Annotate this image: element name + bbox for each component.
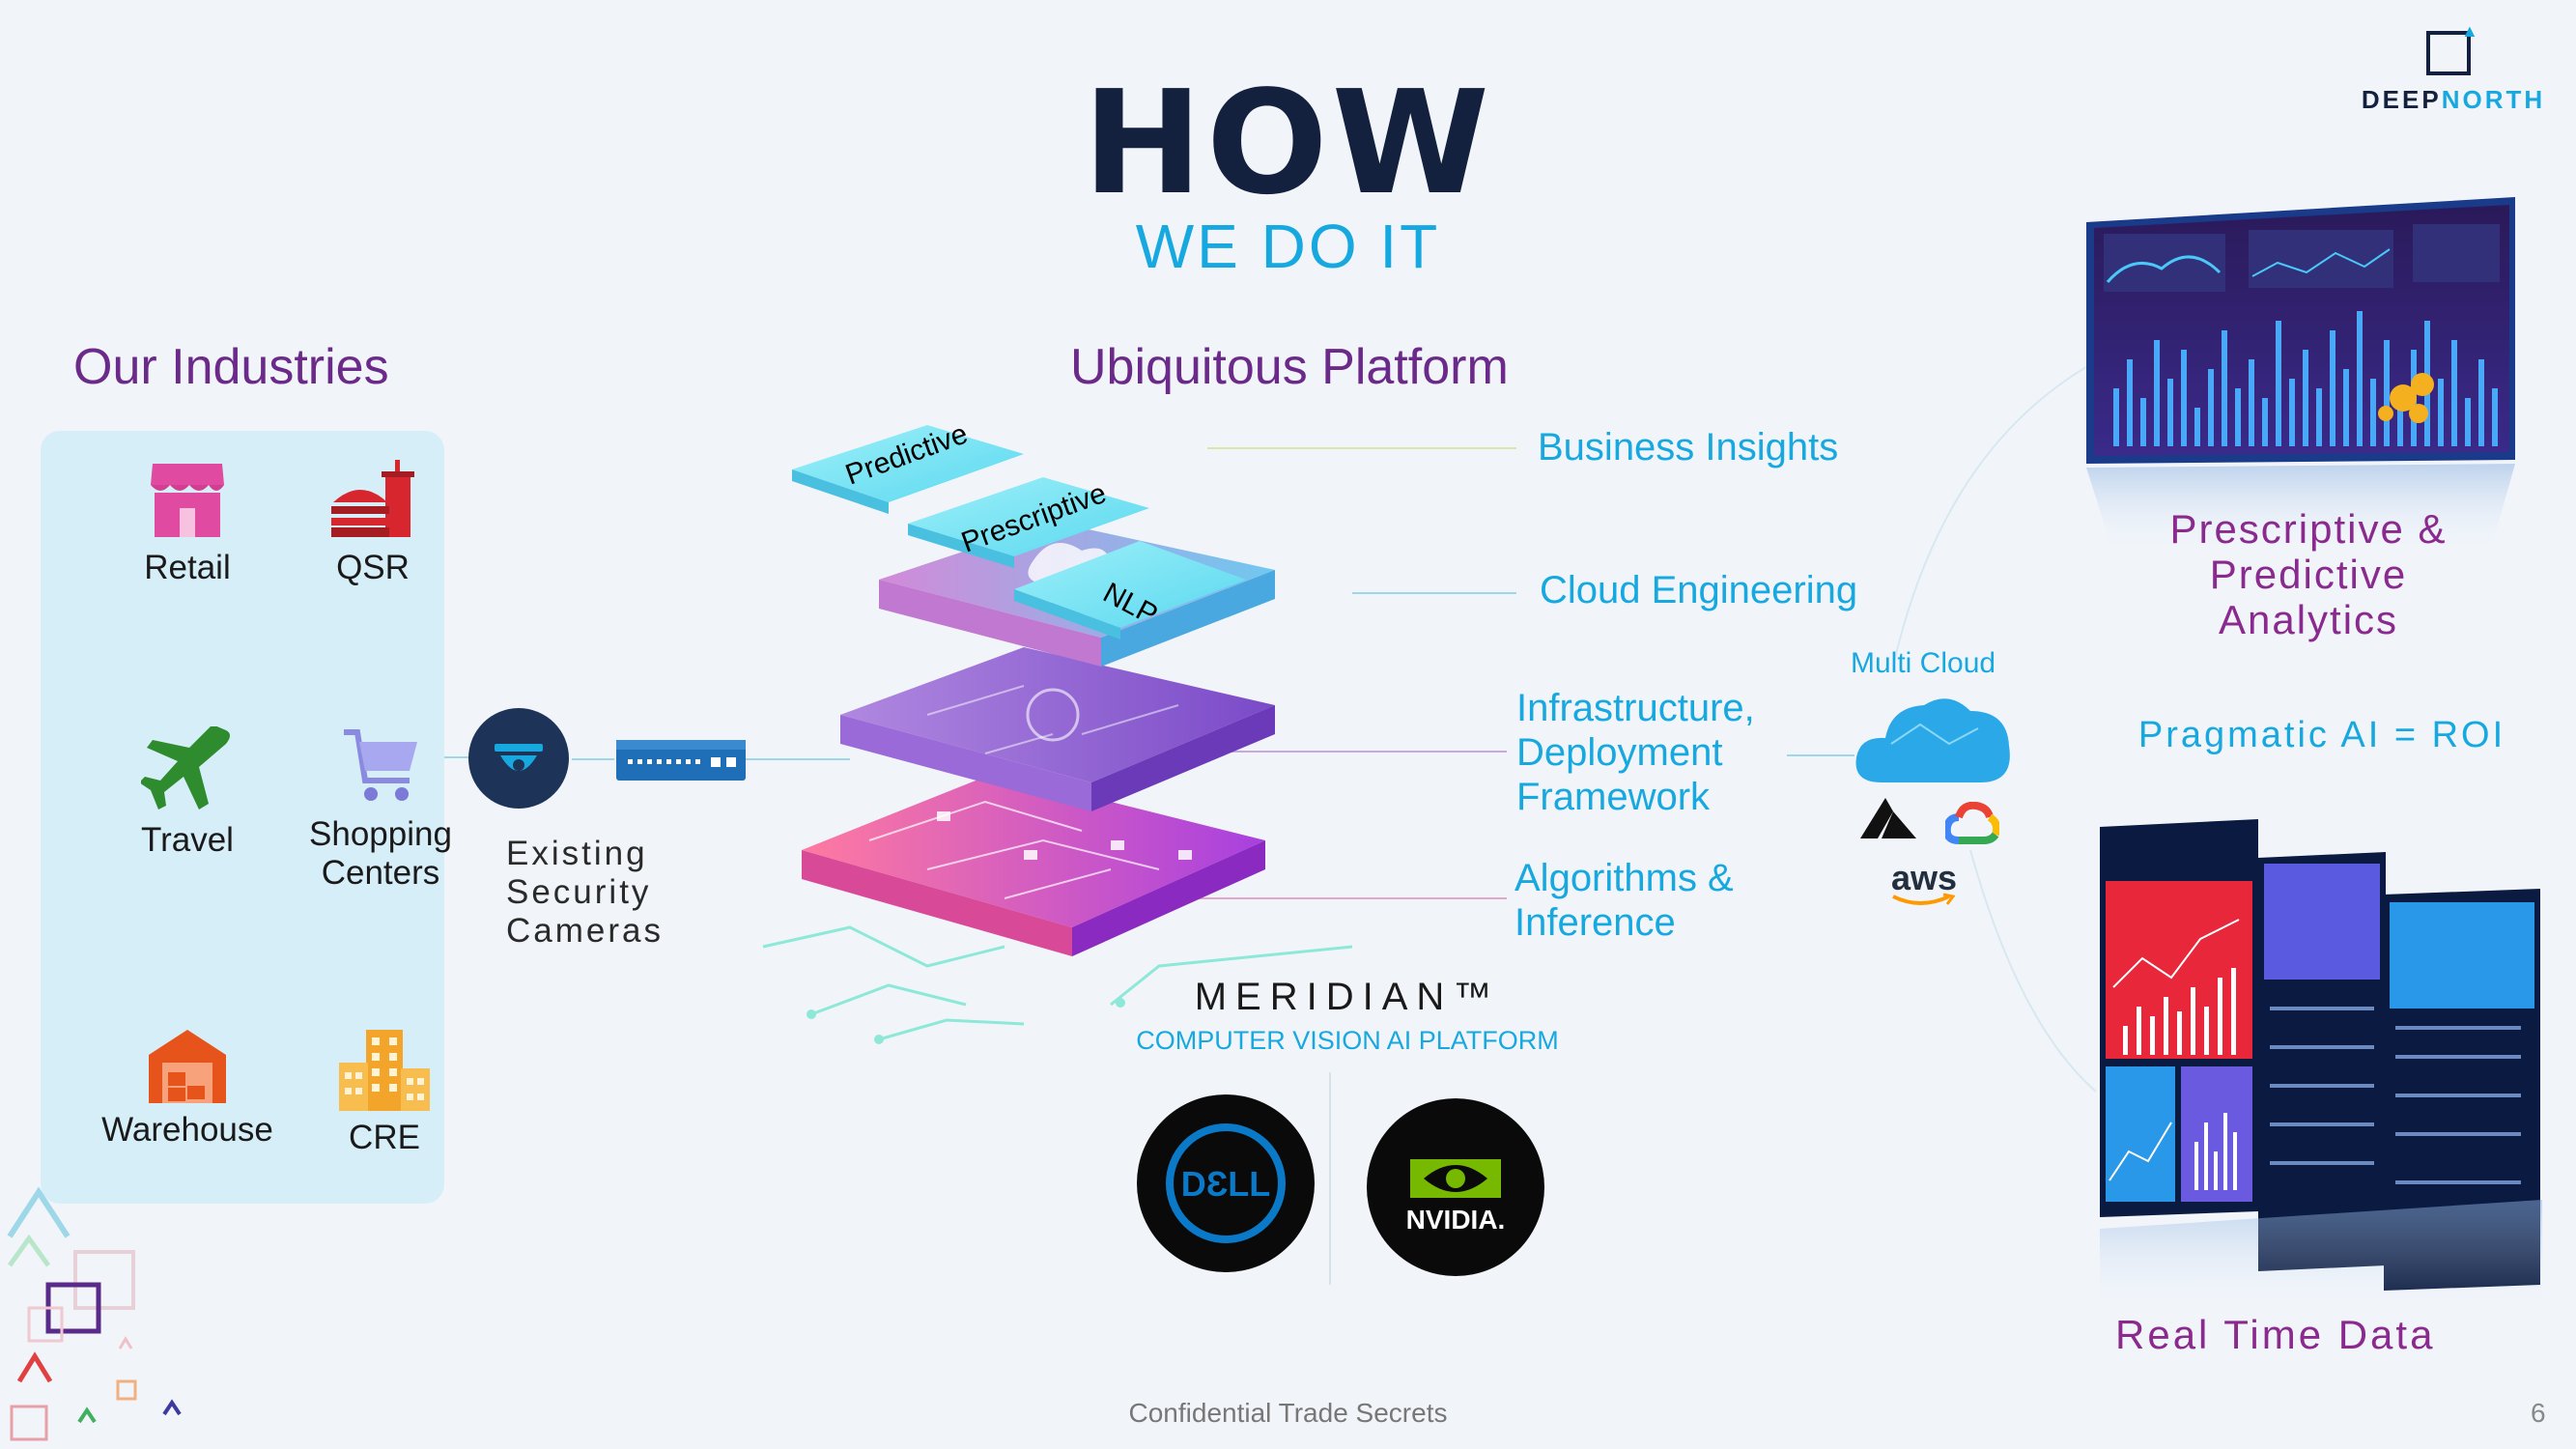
aws-logo: aws <box>1891 858 1958 897</box>
analytics-dashboard-graphic <box>2086 197 2515 553</box>
decorative-shapes-icon <box>7 1186 182 1441</box>
industry-warehouse: Warehouse <box>91 1030 284 1150</box>
warehouse-icon <box>149 1030 226 1103</box>
network-switch-icon <box>616 740 746 781</box>
nvidia-logo-icon[interactable]: NVIDIA. <box>1366 1097 1545 1277</box>
page-subtitle: WE DO IT <box>1135 212 1441 281</box>
burger-drink-icon <box>331 460 414 537</box>
industries-heading: Our Industries <box>73 339 389 395</box>
label-cloud-engineering: Cloud Engineering <box>1540 569 1858 611</box>
cameras-label: Existing Security Cameras <box>506 835 664 950</box>
industry-cre: CRE <box>288 1030 481 1157</box>
azure-icon <box>1860 798 1916 838</box>
svg-text:DƐLL: DƐLL <box>1181 1164 1271 1204</box>
shopping-cart-icon <box>344 729 417 801</box>
cloud-icon <box>1855 698 2010 782</box>
page-number: 6 <box>2531 1398 2546 1428</box>
industry-retail: Retail <box>91 460 284 587</box>
label-algorithms: Algorithms & Inference <box>1514 857 1734 944</box>
industry-shopping-centers: Shopping Centers <box>284 726 477 893</box>
multi-cloud-label: Multi Cloud <box>1851 647 1996 679</box>
svg-text:NVIDIA.: NVIDIA. <box>1406 1205 1506 1235</box>
page-title: HOW <box>1083 60 1493 226</box>
realtime-label: Real Time Data <box>2115 1312 2436 1357</box>
meridian-subtitle: COMPUTER VISION AI PLATFORM <box>1136 1026 1559 1055</box>
platform-stack-graphic: Predictive Prescriptive NLP <box>792 418 1275 956</box>
platform-heading: Ubiquitous Platform <box>1070 339 1509 395</box>
industries-panel: Retail QSR Travel Shopping Centers <box>41 431 452 1204</box>
industry-travel: Travel <box>91 726 284 860</box>
security-camera-icon <box>468 708 569 809</box>
dell-logo-icon[interactable]: DƐLL <box>1136 1094 1316 1273</box>
store-icon <box>151 464 224 537</box>
google-cloud-icon <box>1945 802 1999 844</box>
partner-divider <box>1329 1072 1331 1285</box>
label-business-insights: Business Insights <box>1538 426 1839 469</box>
mobile-dashboards-graphic <box>2100 819 2542 1312</box>
footer-text: Confidential Trade Secrets <box>1128 1398 1448 1428</box>
aws-smile-icon <box>1892 893 1955 905</box>
logo-text: DEEPNORTH <box>2361 85 2546 114</box>
label-infrastructure: Infrastructure, Deployment Framework <box>1516 687 1755 818</box>
industry-qsr: QSR <box>276 460 469 587</box>
buildings-icon <box>339 1030 430 1111</box>
airplane-icon <box>141 726 230 810</box>
analytics-label: Prescriptive & Predictive Analytics <box>2169 506 2448 642</box>
meridian-title: MERIDIAN™ <box>1194 976 1501 1018</box>
logo-square-icon <box>2426 31 2471 75</box>
roi-label: Pragmatic AI = ROI <box>2137 715 2506 755</box>
logo-arrow-icon: ▲ <box>2461 21 2478 41</box>
deepnorth-logo[interactable]: ▲ DEEPNORTH <box>2347 21 2560 120</box>
